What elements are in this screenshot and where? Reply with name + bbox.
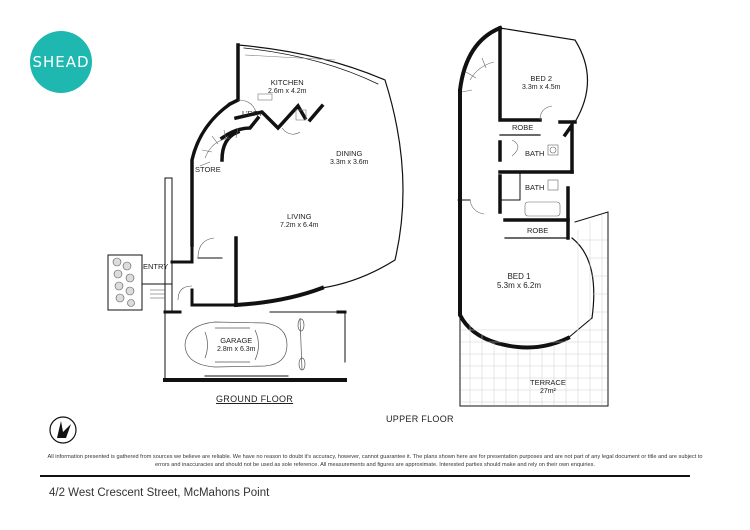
room-entry: ENTRY <box>143 262 169 271</box>
room-robe-2: ROBE <box>512 123 534 132</box>
room-bath-2: BATH <box>525 183 545 192</box>
terrace-tiles <box>461 215 607 405</box>
kitchen-fittings <box>244 54 336 121</box>
upper-floor-walls <box>457 25 609 407</box>
ground-floor-title: GROUND FLOOR <box>216 394 294 404</box>
room-dining: DINING 3.3m x 3.6m <box>330 149 369 166</box>
garden-plants <box>112 257 135 307</box>
room-robe-1: ROBE <box>527 226 549 235</box>
room-store: STORE <box>195 165 221 174</box>
room-laundry: L'DRY <box>242 109 264 118</box>
room-kitchen: KITCHEN 2.6m x 4.2m <box>268 78 307 95</box>
room-bed-2: BED 2 3.3m x 4.5m <box>522 74 561 91</box>
room-bath-1: BATH <box>525 149 545 158</box>
ground-floor-walls <box>107 43 404 382</box>
room-garage: GARAGE 2.8m x 6.3m <box>217 336 256 353</box>
disclaimer-text: All information presented is gathered fr… <box>47 454 703 468</box>
shead-logo: SHEAD <box>30 31 92 93</box>
spiral-stair <box>150 127 239 299</box>
garage-vehicles <box>184 317 306 371</box>
ground-floor-doors <box>177 99 301 301</box>
property-address: 4/2 West Crescent Street, McMahons Point <box>49 487 270 499</box>
divider-line <box>40 475 690 477</box>
room-terrace: TERRACE 27m² <box>530 378 566 395</box>
upper-fittings <box>461 57 561 217</box>
upper-floor-title: UPPER FLOOR <box>386 414 454 424</box>
room-living: LIVING 7.2m x 6.4m <box>280 212 319 229</box>
room-bed-1: BED 1 5.3m x 6.2m <box>497 272 542 290</box>
north-arrow-icon <box>49 416 77 444</box>
